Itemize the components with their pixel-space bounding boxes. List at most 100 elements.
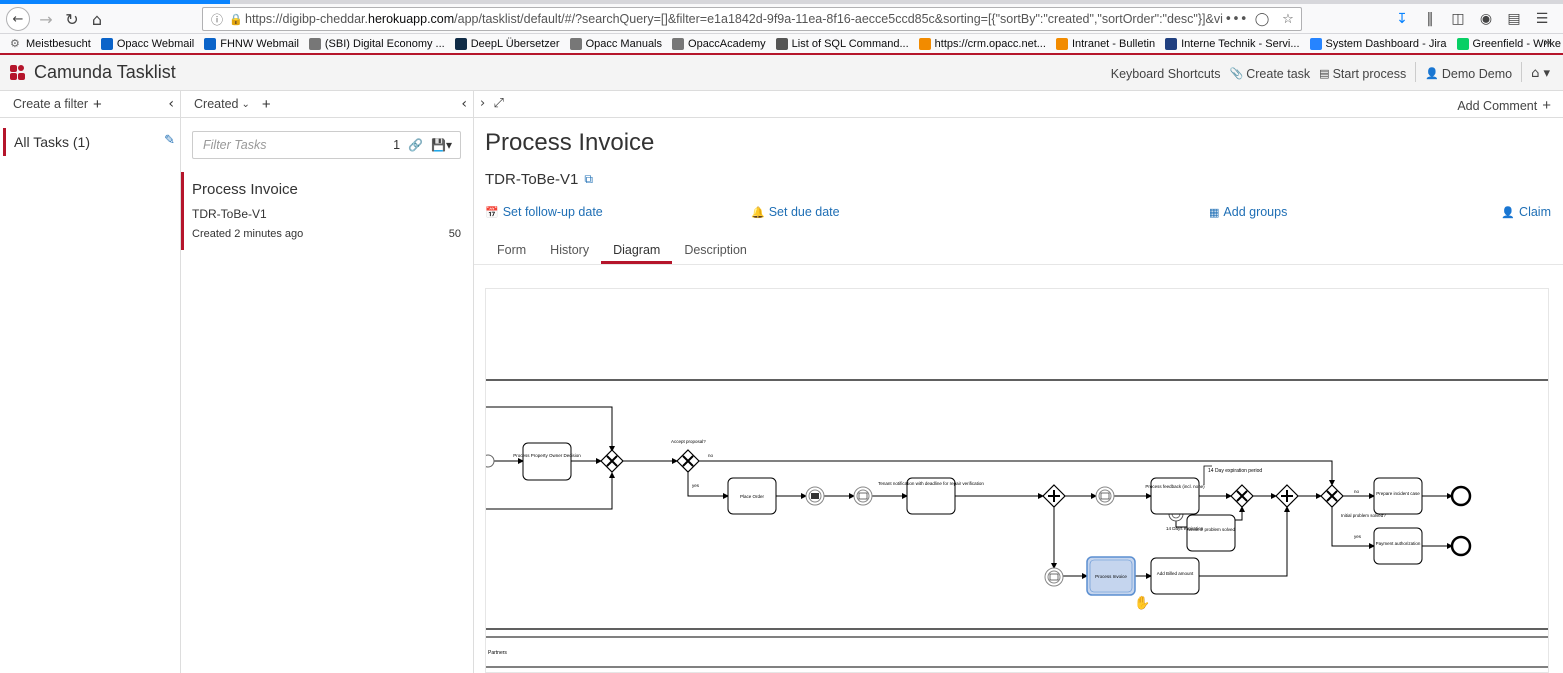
collapse-list-icon[interactable]: ‹ xyxy=(461,96,467,112)
active-tab-indicator xyxy=(0,0,230,4)
address-bar[interactable]: ⓘ 🔒 https://digibp-cheddar.herokuapp.com… xyxy=(202,7,1302,31)
lane-label: Partners xyxy=(488,650,507,656)
bookmark-item[interactable]: Opacc Manuals xyxy=(569,37,662,50)
lock-icon: 🔒 xyxy=(229,12,243,26)
task-priority: 50 xyxy=(448,228,461,240)
svg-text:Place Order: Place Order xyxy=(740,494,765,499)
save-search-icon[interactable]: 💾▾ xyxy=(431,138,452,152)
annotation-label: 14 Day expiration period xyxy=(1208,468,1262,474)
bookmark-star-icon[interactable]: ☆ xyxy=(1282,11,1294,27)
download-icon[interactable]: ↧ xyxy=(1396,11,1408,27)
url-text[interactable]: https://digibp-cheddar.herokuapp.com/app… xyxy=(245,12,1223,26)
bookmark-item[interactable]: ⚙Meistbesucht xyxy=(10,37,91,50)
svg-text:no: no xyxy=(708,453,714,458)
svg-text:Initial problem solved?: Initial problem solved? xyxy=(1341,513,1386,518)
svg-text:Payment authorization: Payment authorization xyxy=(1376,541,1421,546)
gateway-label: Accept proposal? xyxy=(671,439,706,444)
home-menu[interactable]: ⌂ ▾ xyxy=(1531,65,1553,82)
paperclip-icon: 📎 xyxy=(1229,67,1244,80)
bookmark-favicon-icon xyxy=(918,37,931,50)
expand-icons[interactable]: › ⤢ xyxy=(480,96,504,111)
svg-text:Add Billed amount: Add Billed amount xyxy=(1157,571,1194,576)
reader-icon[interactable]: ▤ xyxy=(1507,11,1521,27)
tab-history[interactable]: History xyxy=(550,243,590,257)
process-definition-link[interactable]: TDR-ToBe-V1⧉ xyxy=(485,171,593,188)
library-icon[interactable]: ‖ xyxy=(1426,11,1434,27)
link-icon[interactable]: 🔗 xyxy=(408,138,424,152)
camunda-logo-icon xyxy=(10,64,26,81)
current-task-highlight[interactable] xyxy=(1086,556,1136,596)
accent-line xyxy=(0,53,1563,55)
pocket-icon[interactable]: ◯ xyxy=(1254,11,1270,27)
back-icon[interactable]: ← xyxy=(6,7,30,31)
user-menu[interactable]: 👤Demo Demo xyxy=(1425,66,1513,81)
bookmark-item[interactable]: Intranet - Bulletin xyxy=(1055,37,1155,50)
browser-navbar: ← → ↻ ⌂ ⓘ 🔒 https://digibp-cheddar.herok… xyxy=(0,4,1563,34)
tab-diagram[interactable]: Diagram xyxy=(601,235,673,264)
bell-icon: 🔔 xyxy=(751,205,765,219)
svg-text:14 Days expiration: 14 Days expiration xyxy=(1166,526,1204,531)
app-header: Camunda Tasklist Keyboard Shortcuts 📎Cre… xyxy=(0,55,1563,91)
svg-text:yes: yes xyxy=(1354,534,1362,539)
bookmark-favicon-icon xyxy=(1055,37,1068,50)
page-actions-icon[interactable]: ••• xyxy=(1224,11,1248,27)
bookmark-favicon-icon xyxy=(100,37,113,50)
edit-filter-icon[interactable]: ✎ xyxy=(164,133,175,148)
plus-icon: + xyxy=(93,95,102,113)
bpmn-diagram[interactable]: Partners xyxy=(485,288,1549,673)
sort-dropdown[interactable]: Created⌄ xyxy=(194,97,250,111)
keyboard-shortcuts-link[interactable]: Keyboard Shortcuts xyxy=(1110,66,1221,81)
tab-form[interactable]: Form xyxy=(497,243,527,257)
start-process-link[interactable]: ▤Start process xyxy=(1319,66,1407,81)
external-link-icon[interactable]: ⧉ xyxy=(584,172,593,186)
info-icon[interactable]: ⓘ xyxy=(211,12,224,27)
filter-tasks-input[interactable]: Filter Tasks 1 🔗 💾▾ xyxy=(192,131,461,159)
bookmark-favicon-icon xyxy=(672,37,685,50)
bookmark-favicon-icon xyxy=(569,37,582,50)
bookmark-item[interactable]: OpaccAcademy xyxy=(672,37,766,50)
create-filter-button[interactable]: Create a filter+ xyxy=(13,95,102,113)
bookmark-item[interactable]: DeepL Übersetzer xyxy=(454,37,560,50)
bookmark-item[interactable]: FHNW Webmail xyxy=(204,37,299,50)
bookmark-favicon-icon xyxy=(775,37,788,50)
bookmark-item[interactable]: (SBI) Digital Economy ... xyxy=(308,37,445,50)
task-name: Process Invoice xyxy=(192,181,298,198)
bpmn-canvas[interactable]: Partners xyxy=(486,289,1549,673)
svg-text:Process Property Owner Decisio: Process Property Owner Decision xyxy=(513,453,581,458)
set-due-date-button[interactable]: 🔔Set due date xyxy=(751,205,840,219)
tasklist-column: Created⌄ + ‹ Filter Tasks 1 🔗 💾▾ Process… xyxy=(181,91,474,673)
bookmark-favicon-icon xyxy=(308,37,321,50)
set-follow-up-date-button[interactable]: 📅Set follow-up date xyxy=(485,205,603,219)
collapse-chevron-icon[interactable]: ‹ xyxy=(168,96,174,112)
svg-text:Process feedback (incl. none): Process feedback (incl. none) xyxy=(1145,484,1205,489)
bookmark-favicon-icon xyxy=(454,37,467,50)
bookmark-item[interactable]: System Dashboard - Jira xyxy=(1309,37,1447,50)
brand[interactable]: Camunda Tasklist xyxy=(10,62,176,83)
tab-description[interactable]: Description xyxy=(684,243,747,257)
home-icon[interactable]: ⌂ xyxy=(91,9,103,29)
bookmark-item[interactable]: https://crm.opacc.net... xyxy=(918,37,1046,50)
bookmark-item[interactable]: List of SQL Command... xyxy=(775,37,909,50)
claim-button[interactable]: 👤Claim xyxy=(1501,205,1551,219)
app-name: Camunda Tasklist xyxy=(34,62,176,82)
menu-icon[interactable]: ☰ xyxy=(1535,11,1549,27)
add-groups-button[interactable]: ▦Add groups xyxy=(1209,205,1288,219)
reload-icon[interactable]: ↻ xyxy=(65,9,79,29)
create-task-link[interactable]: 📎Create task xyxy=(1229,66,1311,81)
account-icon[interactable]: ◉ xyxy=(1479,11,1493,27)
sidebar-icon[interactable]: ◫ xyxy=(1451,11,1465,27)
bookmark-favicon-icon xyxy=(1165,37,1178,50)
hand-cursor-icon: ✋ xyxy=(1134,595,1150,610)
bookmark-item[interactable]: Interne Technik - Servi... xyxy=(1165,37,1300,50)
bookmark-item[interactable]: Greenfield - Wrike xyxy=(1456,37,1561,50)
forward-icon[interactable]: → xyxy=(39,9,53,29)
task-card[interactable]: Process Invoice TDR-ToBe-V1 Created 2 mi… xyxy=(181,172,473,250)
user-icon: 👤 xyxy=(1501,205,1516,219)
filter-all-tasks[interactable]: All Tasks (1) ✎ xyxy=(3,128,178,156)
svg-text:yes: yes xyxy=(692,483,700,488)
add-comment-button[interactable]: Add Comment+ xyxy=(1457,97,1551,114)
browser-tab-strip xyxy=(0,0,1563,4)
add-sorting-button[interactable]: + xyxy=(261,95,271,113)
bookmarks-more-icon[interactable]: » xyxy=(1543,34,1551,49)
bookmark-item[interactable]: Opacc Webmail xyxy=(100,37,194,50)
